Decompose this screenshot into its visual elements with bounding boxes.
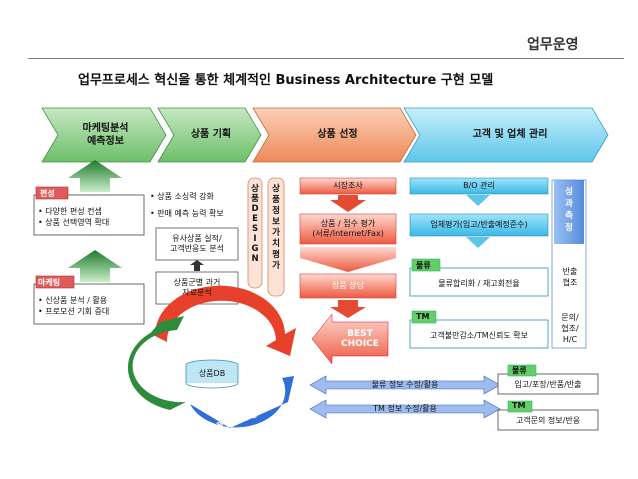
consult-box — [299, 273, 397, 299]
merch-box — [33, 194, 145, 236]
chevron-plan — [157, 107, 262, 163]
bottom-tm-tag-label: TM — [512, 401, 526, 410]
page-title: 업무프로세스 혁신을 통한 체계적인 Business Architecture… — [78, 73, 494, 88]
cyan-down-2 — [466, 237, 490, 248]
vendor-eval-box — [409, 213, 549, 237]
plan-box-1-text: 유사상품 실적/ 고객반응도 분석 — [169, 234, 225, 253]
cycle-blue-arc — [190, 376, 294, 428]
best-choice-text: BEST CHOICE — [341, 329, 379, 349]
tm-box — [409, 319, 549, 349]
marketing-box — [33, 283, 145, 325]
down-arrow-2 — [300, 247, 396, 272]
db-label: 상품DB — [198, 369, 226, 378]
bottom-arrow-2 — [309, 399, 501, 419]
cycle-red-arc — [154, 285, 296, 356]
page-label: 업무운영 — [527, 37, 579, 53]
merch-tag — [35, 186, 69, 200]
db-cylinder-bottom — [185, 365, 239, 389]
eval-text: 상품 / 접수 평가 (서류/Internet/Fax) — [312, 219, 384, 238]
side-performance — [554, 180, 584, 244]
stage-customer-vendor: 고객 및 업체 관리 — [472, 129, 548, 140]
bo-text: B/O 관리 — [463, 181, 495, 190]
marketing-items: • 신상품 분석 / 활용 • 프로모션 기회 증대 — [38, 296, 110, 316]
tm-tag-label: TM — [416, 312, 430, 321]
marketing-tag-label: 마케팅 — [38, 278, 61, 287]
vendor-eval-text: 업체평가(입고/반출예정준수) — [430, 220, 528, 229]
down-arrow-1 — [330, 195, 366, 212]
bottom-tm-tag — [507, 400, 533, 413]
bottom-tm-text: 고객문의 정보/반응 — [515, 416, 581, 425]
stage-product-plan: 상품 기획 — [190, 129, 232, 140]
marketing-tag — [35, 275, 75, 289]
cyan-down-1 — [466, 195, 490, 206]
plan-box-1 — [155, 227, 239, 261]
side-return-coop: 반출 협조 — [562, 267, 578, 287]
logistics-update-text: 물류 정보 수정/활용 — [371, 380, 439, 389]
small-up-arrow — [190, 260, 204, 271]
info-eval-capsule — [267, 177, 285, 297]
bottom-logistics-box — [497, 373, 599, 395]
tm-text: 고객불만감소/TM신뢰도 확보 — [430, 331, 528, 340]
up-arrow-marketing — [68, 250, 122, 282]
tm-update-text: TM 정보 수정/활용 — [373, 404, 437, 413]
side-inquiry-coop: 문의/ 협조/ H/C — [561, 313, 579, 344]
best-choice-arrow — [311, 313, 389, 365]
chevron-select — [252, 107, 417, 163]
cycle-green-arc — [127, 316, 186, 410]
eval-box — [299, 213, 397, 245]
down-arrow-3 — [330, 300, 366, 318]
logistics-text: 물류합리화 / 재고회전율 — [438, 279, 520, 288]
merch-items: • 다양한 편성 컨셉 • 상품 선택영역 확대 — [38, 207, 110, 227]
bottom-logistics-tag-label: 물류 — [512, 366, 527, 375]
market-research-text: 시장조사 — [333, 181, 363, 190]
logistics-box — [409, 267, 549, 297]
bo-box — [409, 177, 549, 195]
db-cylinder-body — [186, 365, 238, 383]
up-arrow-merch — [68, 160, 122, 192]
bottom-logistics-text: 입고/포장/반품/반출 — [514, 380, 582, 389]
stage-marketing-forecast: 마케팅분석 예측정보 — [82, 123, 129, 147]
header-divider — [28, 58, 624, 59]
logistics-tag-label: 물류 — [416, 261, 431, 270]
bottom-logistics-tag — [507, 364, 537, 377]
design-capsule — [247, 177, 263, 289]
tm-tag — [411, 310, 437, 324]
merch-tag-label: 편성 — [40, 189, 55, 198]
market-research-box — [299, 177, 397, 195]
plan-box-2-text: 상품군별 과거 자료분석 — [173, 278, 221, 297]
consult-text: 상품 상담 — [332, 281, 364, 290]
logistics-tag — [411, 258, 441, 272]
chevron-vendor — [403, 107, 609, 163]
stage-product-select: 상품 선정 — [317, 129, 358, 140]
plan-bullets: • 상품 소싱력 강화 • 판매 예측 능력 확보 — [150, 192, 224, 218]
bottom-tm-box — [497, 409, 599, 431]
chevron-marketing — [41, 107, 167, 163]
